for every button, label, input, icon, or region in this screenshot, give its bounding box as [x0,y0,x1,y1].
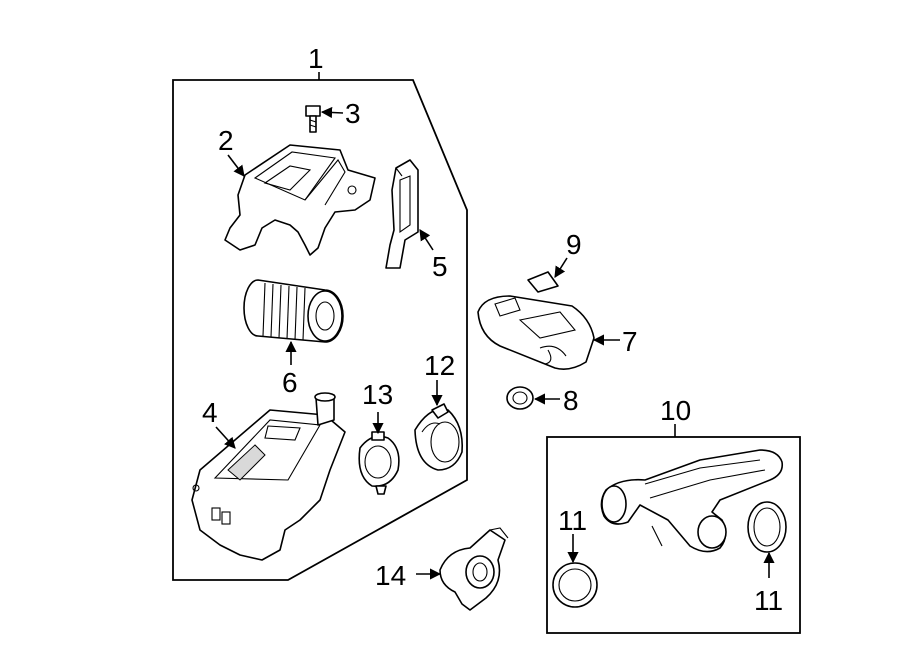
sensor-part [439,527,509,611]
callout-9: 9 [566,229,582,260]
callout-11b: 11 [754,585,783,616]
resonator-part [477,295,595,370]
outlet-duct-part [600,449,784,553]
small-gasket-part [506,386,534,410]
callout-3: 3 [345,98,361,129]
adapter-part [414,403,464,471]
callout-5: 5 [432,251,448,282]
leader-2 [227,154,245,177]
leader-4 [215,426,236,449]
bracket-part [385,159,419,269]
callout-7: 7 [622,326,638,357]
callout-1: 1 [308,43,324,74]
leader-9 [554,257,568,278]
assembly-1-frame [172,79,468,581]
leader-3 [320,106,344,119]
air-cleaner-cover-part [224,144,376,256]
callout-11a: 11 [558,505,587,536]
callout-10: 10 [660,395,691,426]
callout-13: 13 [362,379,393,410]
clamp-ring-left-part [552,562,598,608]
callout-6: 6 [282,367,298,398]
callout-8: 8 [563,385,579,416]
assembly-10-frame [546,436,801,634]
bolt-part [305,105,321,133]
clamp-ring-right-part [747,501,787,553]
leader-5 [419,229,434,251]
filter-element-part [243,279,344,343]
seal-patch-part [527,271,559,293]
callout-2: 2 [218,125,234,156]
callout-4: 4 [202,397,218,428]
callout-14: 14 [375,560,406,591]
gasket-part [358,431,400,495]
callout-12: 12 [424,350,455,381]
